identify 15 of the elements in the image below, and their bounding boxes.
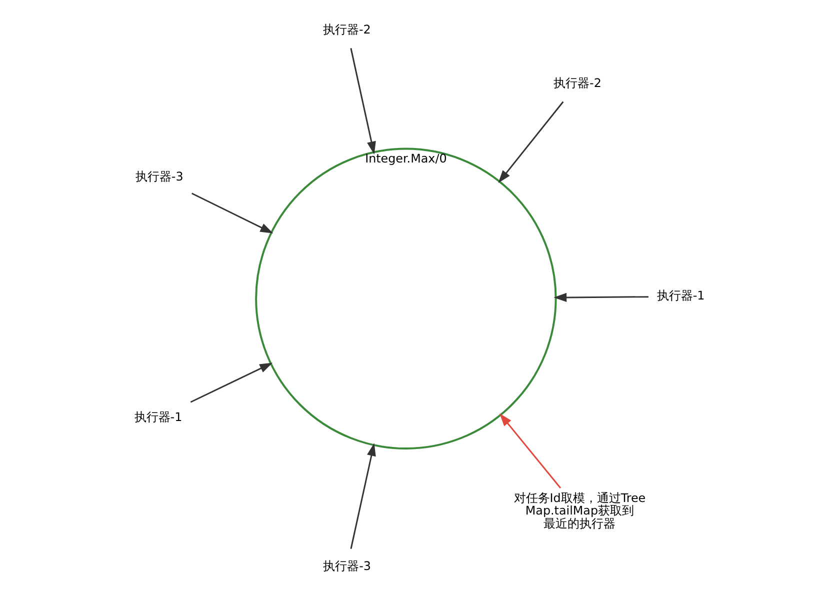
node-text: 执行器-3: [323, 558, 371, 573]
arrow: [350, 48, 376, 154]
node-text: 执行器-1: [656, 288, 705, 303]
arrow: [500, 413, 562, 488]
arrow: [350, 443, 376, 549]
arrow: [554, 292, 648, 302]
node-circle: Integer.Max/0: [255, 148, 557, 450]
arrow: [192, 192, 274, 234]
node-text: 执行器-1: [134, 410, 182, 424]
arrow: [190, 362, 273, 403]
node-text: 执行器-2: [554, 76, 602, 90]
node-text: 执行器-2: [323, 22, 371, 36]
arrow: [498, 101, 564, 184]
node-text: 执行器-3: [135, 169, 184, 184]
node-text: 对任务Id取模，通过TreeMap.tailMap获取到最近的执行器: [514, 490, 646, 531]
